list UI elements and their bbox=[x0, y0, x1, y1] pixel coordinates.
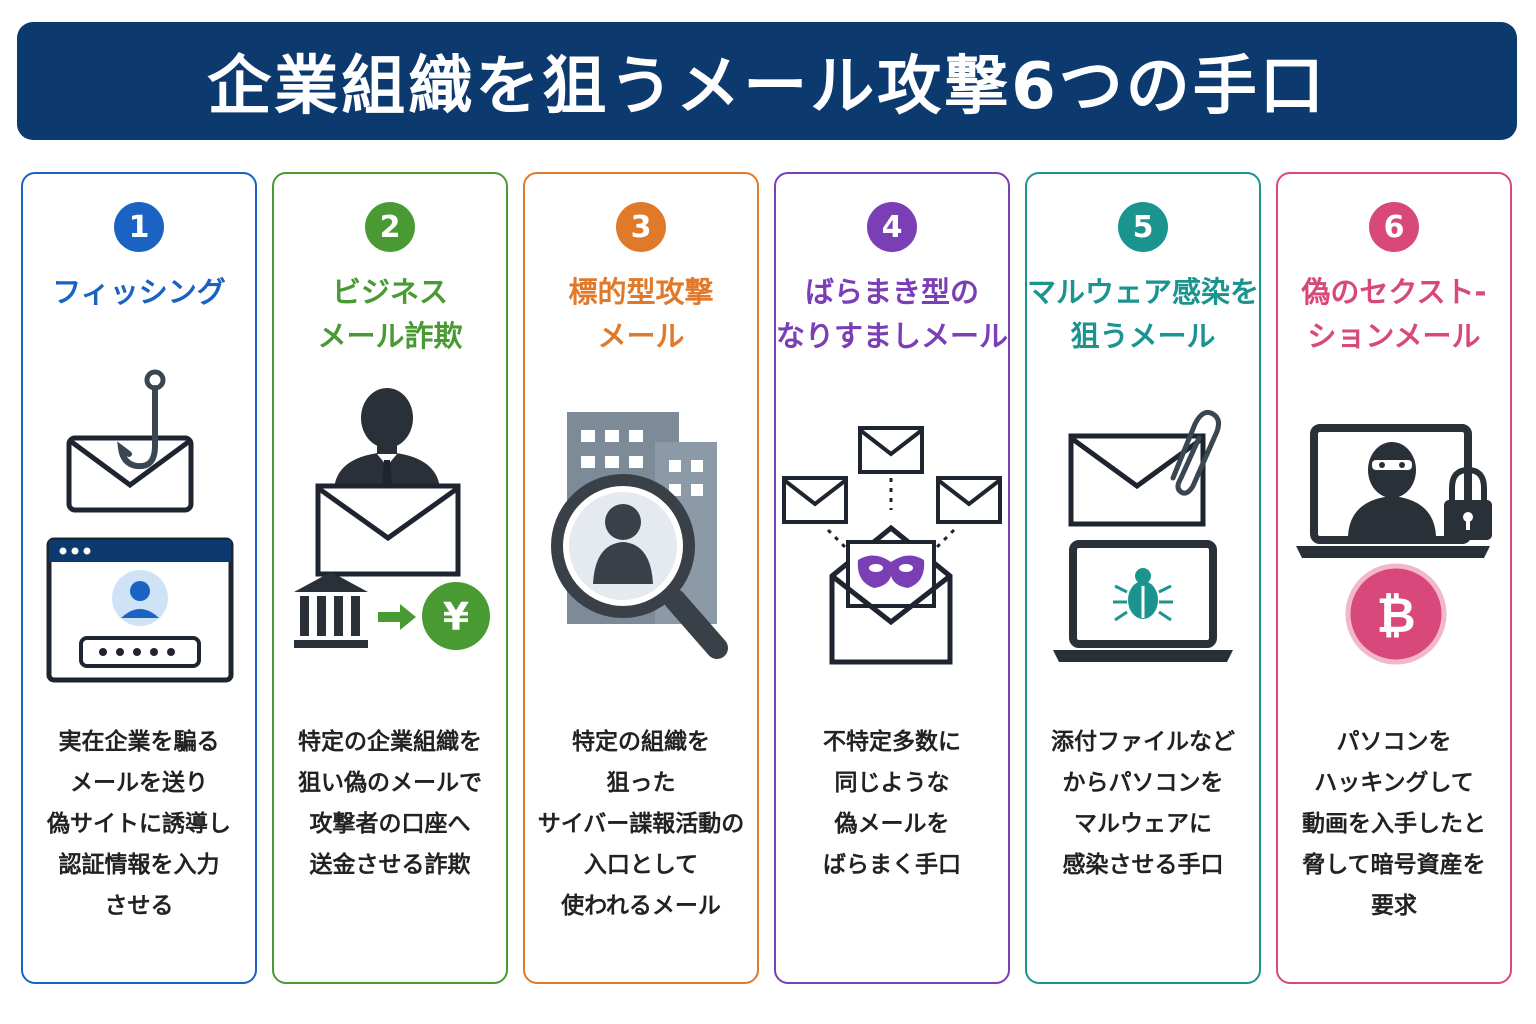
bug-icon bbox=[1113, 568, 1173, 622]
card-description-line: 実在企業を騙る bbox=[58, 729, 220, 755]
card-description: パソコンを ハッキングして 動画を入手したと 脅して暗号資産を 要求 bbox=[1278, 722, 1510, 927]
page-title: 企業組織を狙うメール攻撃6つの手口 bbox=[207, 50, 1327, 124]
envelope-icon bbox=[66, 435, 194, 513]
number-badge: 5 bbox=[1118, 202, 1168, 252]
card-description-line: ばらまく手口 bbox=[823, 852, 961, 878]
card-title-line: メール詐欺 bbox=[317, 319, 463, 353]
paperclip-icon bbox=[1170, 409, 1221, 496]
card-description-line: からパソコンを bbox=[1062, 770, 1224, 796]
card-description-line: 動画を入手したと bbox=[1302, 811, 1486, 837]
card-description-line: 認証情報を入力 bbox=[58, 852, 220, 878]
number-badge: 3 bbox=[616, 202, 666, 252]
card-title-line: フィッシング bbox=[52, 275, 226, 309]
card-title: フィッシング bbox=[23, 270, 255, 314]
card-sextortion: 6 偽のセクスト- ションメール ₿ パソコンを ハッキングして 動画 bbox=[1276, 172, 1512, 984]
card-description-line: 攻撃者の口座へ bbox=[309, 811, 471, 837]
card-title: マルウェア感染を 狙うメール bbox=[1027, 270, 1259, 358]
envelope-icon bbox=[936, 476, 1002, 524]
card-description-line: サイバー諜報活動の bbox=[537, 811, 745, 837]
yen-coin-icon: ¥ bbox=[422, 582, 490, 650]
spoofing-illustration bbox=[782, 426, 1002, 665]
card-title: 偽のセクスト- ションメール bbox=[1278, 270, 1510, 358]
card-description-line: パソコンを bbox=[1336, 729, 1452, 755]
fishhook-icon bbox=[117, 369, 166, 470]
card-title-line: 標的型攻撃 bbox=[568, 275, 714, 309]
card-description-line: 特定の企業組織を bbox=[298, 729, 482, 755]
sextortion-illustration: ₿ bbox=[1296, 424, 1492, 665]
yen-symbol: ¥ bbox=[443, 595, 469, 639]
card-title-line: ションメール bbox=[1307, 319, 1481, 353]
card-description-line: 脅して暗号資産を bbox=[1302, 852, 1486, 878]
number-badge: 6 bbox=[1369, 202, 1419, 252]
number-badge: 4 bbox=[867, 202, 917, 252]
bank-icon bbox=[294, 572, 368, 648]
card-title-line: ばらまき型の bbox=[804, 275, 979, 309]
card-title-line: ビジネス bbox=[331, 275, 448, 309]
card-description-line: 狙った bbox=[606, 770, 676, 796]
person-icon bbox=[593, 504, 653, 584]
card-spoofing-mass-mail: 4 ばらまき型の なりすましメール 不特定多数に bbox=[774, 172, 1010, 984]
card-description-line: 感染させる手口 bbox=[1062, 852, 1224, 878]
card-description-line: 使われるメール bbox=[561, 893, 721, 919]
card-description: 特定の企業組織を 狙い偽のメールで 攻撃者の口座へ 送金させる詐欺 bbox=[274, 722, 506, 886]
card-title-line: なりすましメール bbox=[776, 319, 1009, 353]
card-description-line: 偽サイトに誘導し bbox=[47, 811, 231, 837]
password-field-icon bbox=[79, 636, 201, 668]
card-title-line: 狙うメール bbox=[1070, 319, 1216, 353]
mask-icon bbox=[857, 555, 925, 588]
card-malware-infection: 5 マルウェア感染を 狙うメール 添付ファイルなど からパソコ bbox=[1025, 172, 1261, 984]
card-title: ビジネス メール詐欺 bbox=[274, 270, 506, 358]
card-description: 添付ファイルなど からパソコンを マルウェアに 感染させる手口 bbox=[1027, 722, 1259, 886]
businessman-icon bbox=[334, 388, 440, 490]
phishing-illustration bbox=[46, 369, 234, 683]
card-description-line: 狙い偽のメールで bbox=[298, 770, 482, 796]
card-description-line: 送金させる詐欺 bbox=[309, 852, 471, 878]
card-description-line: 偽メールを bbox=[834, 811, 950, 837]
card-title: 標的型攻撃 メール bbox=[525, 270, 757, 358]
card-description-line: させる bbox=[104, 893, 174, 919]
number-badge: 2 bbox=[365, 202, 415, 252]
card-description-line: 不特定多数に bbox=[823, 729, 961, 755]
card-description-line: 添付ファイルなど bbox=[1051, 729, 1235, 755]
bitcoin-symbol: ₿ bbox=[1376, 588, 1415, 644]
card-title-line: マルウェア感染を bbox=[1027, 275, 1260, 309]
card-description-line: 同じような bbox=[834, 770, 950, 796]
card-phishing: 1 フィッシング bbox=[21, 172, 257, 984]
card-description-line: ハッキングして bbox=[1314, 770, 1474, 796]
card-description-line: メールを送り bbox=[70, 770, 208, 796]
card-description: 不特定多数に 同じような 偽メールを ばらまく手口 bbox=[776, 722, 1008, 886]
laptop-icon bbox=[1053, 540, 1233, 662]
card-description: 特定の組織を 狙った サイバー諜報活動の 入口として 使われるメール bbox=[525, 722, 757, 927]
number-badge: 1 bbox=[114, 202, 164, 252]
card-description: 実在企業を騙る メールを送り 偽サイトに誘導し 認証情報を入力 させる bbox=[23, 722, 255, 927]
card-title-line: 偽のセクスト- bbox=[1301, 275, 1487, 309]
card-targeted-attack: 3 標的型攻撃 メール 特定の組織を 狙 bbox=[523, 172, 759, 984]
padlock-icon bbox=[1444, 466, 1492, 540]
arrow-right-icon bbox=[378, 604, 416, 630]
title-banner: 企業組織を狙うメール攻撃6つの手口 bbox=[17, 22, 1517, 140]
open-envelope-icon bbox=[829, 524, 953, 665]
malware-illustration bbox=[1053, 409, 1233, 662]
hacker-icon bbox=[1348, 442, 1436, 536]
bitcoin-icon: ₿ bbox=[1345, 563, 1447, 665]
envelope-icon bbox=[858, 426, 924, 474]
bec-illustration: ¥ bbox=[294, 388, 490, 650]
envelope-icon bbox=[782, 476, 848, 524]
card-description-line: マルウェアに bbox=[1074, 811, 1212, 837]
card-description-line: 特定の組織を bbox=[572, 729, 710, 755]
card-business-email-compromise: 2 ビジネス メール詐欺 ¥ bbox=[272, 172, 508, 984]
targeted-attack-illustration bbox=[551, 412, 728, 659]
card-description-line: 要求 bbox=[1371, 893, 1417, 919]
card-title-line: メール bbox=[597, 319, 685, 353]
user-icon bbox=[112, 570, 168, 626]
card-title: ばらまき型の なりすましメール bbox=[776, 270, 1008, 358]
envelope-icon bbox=[315, 483, 461, 577]
card-description-line: 入口として bbox=[583, 852, 699, 878]
